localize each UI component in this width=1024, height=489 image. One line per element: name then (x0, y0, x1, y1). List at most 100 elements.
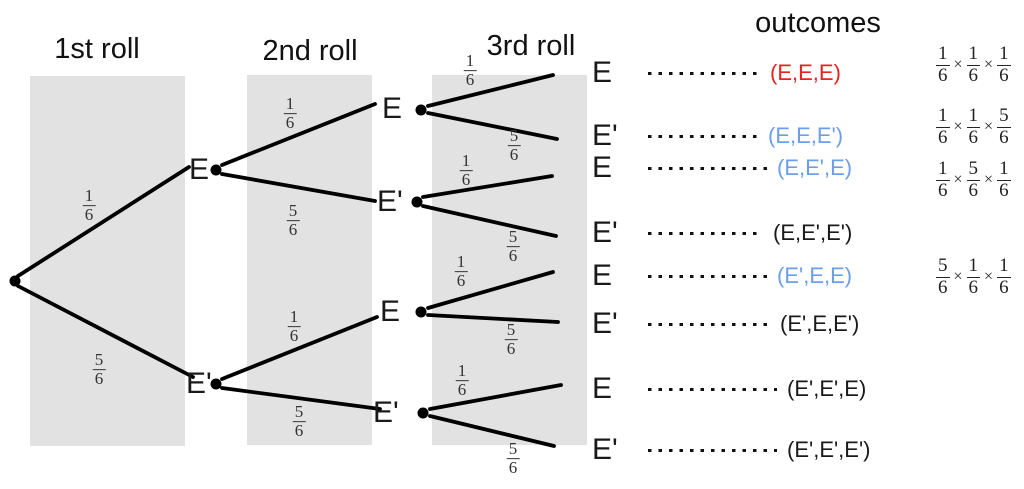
dotted-leader (648, 72, 760, 76)
outcome-tuple: (E,E,E') (768, 123, 844, 148)
fraction-numerator: 1 (459, 151, 473, 172)
outcome-tuple: (E',E',E) (787, 376, 867, 401)
fraction-numerator: 5 (292, 402, 306, 423)
leaf-label: E (592, 151, 613, 184)
times-symbol: × (953, 56, 963, 73)
column-title-3rd-roll: 3rd roll (486, 30, 576, 62)
node-dots (9, 104, 429, 419)
outcomes-header: outcomes (755, 7, 881, 39)
fraction-numerator: 5 (506, 227, 520, 248)
fraction-numerator: 1 (966, 254, 981, 278)
node-label-EEprime: E' (377, 185, 403, 218)
fraction-numerator: 1 (82, 186, 96, 207)
node-label-Eprime: E' (186, 367, 212, 400)
fraction-numerator: 1 (997, 254, 1011, 278)
fraction-denominator: 6 (968, 64, 979, 86)
times-symbol: × (953, 171, 963, 188)
outcome-tuple: (E,E',E') (773, 220, 853, 245)
outcome-tuple: (E,E',E) (777, 155, 853, 180)
fraction-denominator: 6 (999, 64, 1009, 86)
leaf-label: E (592, 259, 613, 292)
fraction-numerator: 1 (463, 51, 477, 72)
times-symbol: × (953, 118, 963, 135)
fraction-numerator: 1 (966, 104, 981, 128)
column-title-1st-roll: 1st roll (54, 33, 140, 65)
outcome-tuple: (E',E,E) (777, 263, 853, 288)
outcome-tuple: (E,E,E) (770, 60, 841, 85)
fraction-numerator: 5 (92, 350, 106, 371)
times-symbol: × (984, 268, 994, 285)
fraction-numerator: 5 (504, 320, 518, 341)
fraction-denominator: 6 (289, 326, 299, 346)
leaf-label: E' (592, 433, 618, 466)
fraction-denominator: 6 (509, 145, 519, 165)
fraction-denominator: 6 (461, 170, 471, 190)
fraction-denominator: 6 (84, 205, 94, 225)
fraction-denominator: 6 (999, 126, 1009, 148)
node-label-E: E (189, 153, 210, 186)
fraction-numerator: 1 (966, 42, 981, 66)
dotted-leader (648, 135, 758, 139)
fraction-denominator: 6 (94, 369, 104, 389)
fraction-denominator: 6 (508, 458, 518, 478)
leaf-label: E (592, 56, 613, 89)
fraction-numerator: 5 (507, 126, 521, 147)
leaf-label: E (592, 372, 613, 405)
fraction-numerator: 1 (997, 42, 1011, 66)
fraction-denominator: 6 (999, 276, 1009, 298)
fraction-denominator: 6 (506, 339, 516, 359)
leaf-label: E' (592, 119, 618, 152)
fraction-numerator: 5 (966, 157, 981, 181)
node-label-EprimeE: E (380, 295, 401, 328)
dotted-leader (648, 167, 767, 171)
fraction-denominator: 6 (465, 70, 475, 90)
times-symbol: × (984, 118, 994, 135)
fraction-numerator: 5 (286, 201, 300, 222)
times-symbol: × (984, 171, 994, 188)
dotted-leader (648, 388, 777, 392)
fraction-numerator: 1 (283, 94, 297, 115)
fraction-denominator: 6 (938, 126, 948, 148)
dotted-leader (648, 275, 767, 279)
fraction-numerator: 1 (287, 307, 301, 328)
fraction-denominator: 6 (938, 179, 948, 201)
node-label-EE: E (382, 92, 403, 125)
fraction-denominator: 6 (294, 421, 304, 441)
fraction-numerator: 1 (936, 42, 950, 66)
times-symbol: × (953, 268, 963, 285)
fraction-denominator: 6 (456, 271, 466, 291)
fraction-numerator: 1 (936, 104, 950, 128)
node-label-EprimeEprime: E' (373, 396, 399, 429)
fraction-denominator: 6 (457, 380, 467, 400)
fraction-numerator: 5 (936, 254, 950, 278)
fraction-denominator: 6 (285, 113, 295, 133)
